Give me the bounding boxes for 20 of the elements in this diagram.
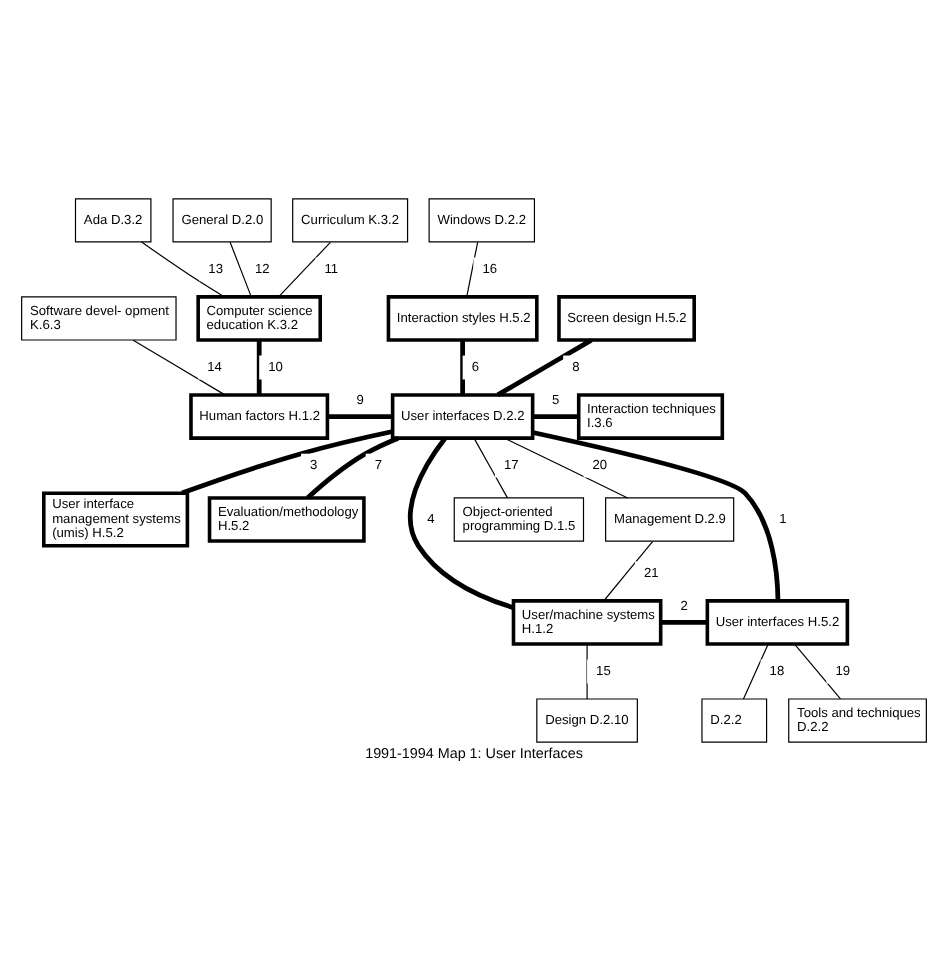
connector bbox=[504, 437, 629, 499]
connector bbox=[466, 241, 479, 298]
connector bbox=[794, 643, 842, 700]
connector bbox=[661, 620, 708, 625]
connector bbox=[473, 438, 509, 499]
connector bbox=[460, 340, 466, 395]
connector bbox=[603, 540, 654, 602]
connector bbox=[256, 340, 262, 395]
connector bbox=[141, 241, 225, 298]
connector bbox=[306, 436, 400, 500]
connector bbox=[229, 241, 252, 298]
connector bbox=[742, 643, 769, 700]
connector bbox=[532, 430, 781, 601]
connector bbox=[586, 643, 588, 700]
connector bbox=[407, 436, 515, 610]
connector bbox=[277, 241, 331, 298]
connector bbox=[533, 414, 579, 419]
connector bbox=[181, 429, 394, 496]
connector bbox=[327, 414, 393, 419]
connector bbox=[132, 339, 226, 396]
